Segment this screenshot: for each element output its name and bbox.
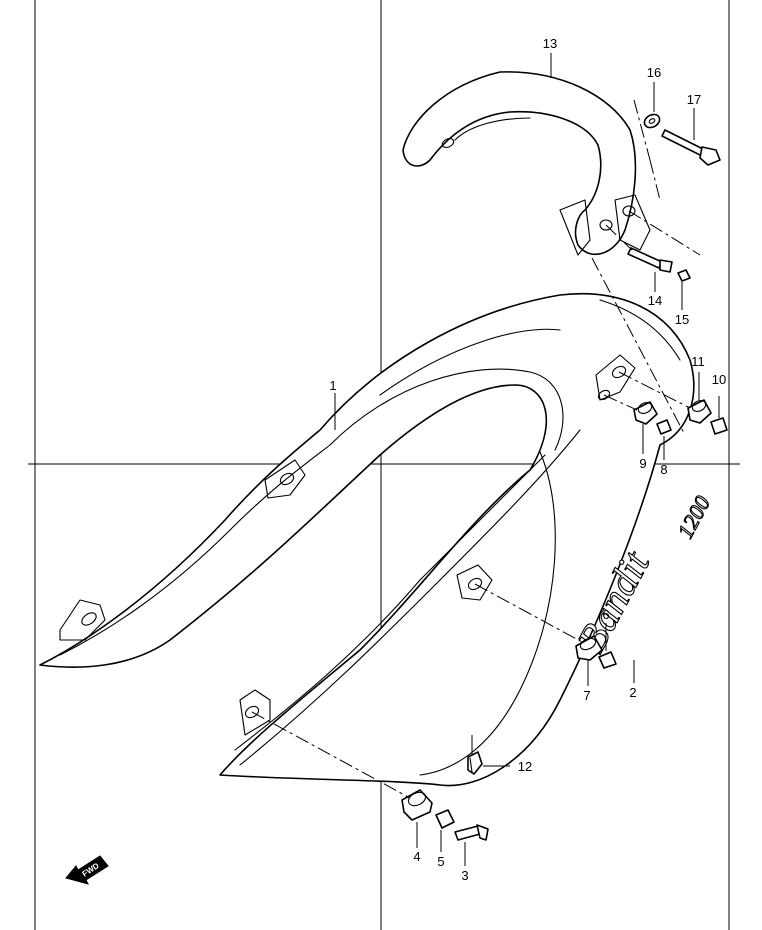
collar-5[interactable] xyxy=(435,809,455,829)
bolt-3[interactable] xyxy=(454,824,489,841)
grommet-9[interactable] xyxy=(633,401,658,425)
callout-11[interactable]: 11 xyxy=(691,354,705,369)
callout-17[interactable]: 17 xyxy=(687,92,701,107)
callout-leaders xyxy=(334,53,720,866)
callout-labels: 1 2 3 4 5 6 7 8 9 10 11 12 13 14 15 16 1… xyxy=(329,36,726,883)
callout-3[interactable]: 3 xyxy=(461,868,468,883)
callout-5[interactable]: 5 xyxy=(437,854,444,869)
screw-12[interactable] xyxy=(467,751,483,775)
collar-10[interactable] xyxy=(710,417,728,435)
callout-15[interactable]: 15 xyxy=(675,312,689,327)
callout-1[interactable]: 1 xyxy=(329,378,336,393)
callout-4[interactable]: 4 xyxy=(413,849,420,864)
assembly-leaders xyxy=(251,99,701,799)
collar-6[interactable] xyxy=(598,651,617,669)
callout-13[interactable]: 13 xyxy=(543,36,557,51)
bolt-17[interactable] xyxy=(661,129,721,166)
emblem-number: 1200 xyxy=(672,492,715,543)
callout-12[interactable]: 12 xyxy=(518,759,532,774)
collar-8[interactable] xyxy=(656,419,672,435)
grab-handle[interactable] xyxy=(402,71,651,256)
callout-8[interactable]: 8 xyxy=(660,462,667,477)
washer-16[interactable] xyxy=(642,112,662,130)
callout-6[interactable]: 6 xyxy=(602,607,609,622)
callout-7[interactable]: 7 xyxy=(583,688,590,703)
fwd-arrow-icon: FWD xyxy=(65,855,109,885)
seat-tail-cover[interactable] xyxy=(39,293,695,787)
callout-16[interactable]: 16 xyxy=(647,65,661,80)
grommet-7[interactable] xyxy=(575,635,603,661)
grommet-11[interactable] xyxy=(687,399,712,424)
callout-2[interactable]: 2 xyxy=(629,685,636,700)
bolt-14[interactable] xyxy=(627,247,673,273)
callout-10[interactable]: 10 xyxy=(712,372,726,387)
callout-9[interactable]: 9 xyxy=(639,456,646,471)
callout-14[interactable]: 14 xyxy=(648,293,662,308)
grommet-4[interactable] xyxy=(401,789,433,821)
nut-15[interactable] xyxy=(677,269,691,282)
